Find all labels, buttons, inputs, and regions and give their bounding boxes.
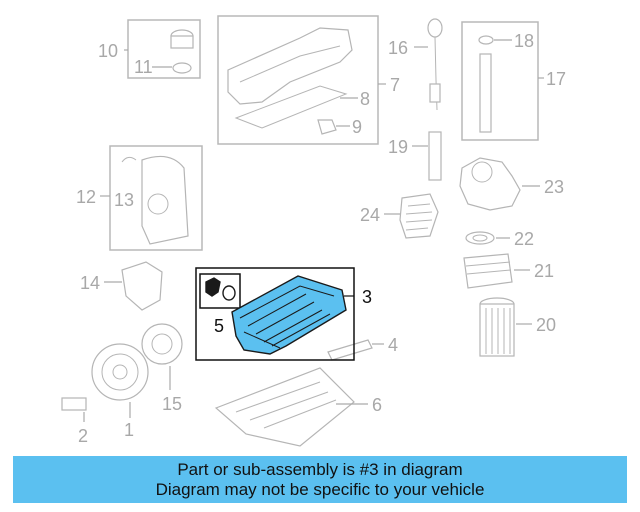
part-14: 14: [80, 261, 163, 311]
gasket-22: [465, 231, 495, 245]
valve-cover-clip: [317, 119, 337, 135]
part-2: 2: [61, 397, 88, 446]
part-22: 22: [465, 229, 534, 249]
callout-24: 24: [360, 205, 380, 225]
o-ring-18: [478, 35, 494, 45]
callout-1: 1: [124, 420, 134, 440]
engine-bracket-14: [121, 261, 163, 311]
callout-12: 12: [76, 187, 96, 207]
part-24: 24: [360, 193, 439, 239]
dipstick-assembly: 16 19: [388, 18, 443, 181]
part-group-7-8-9: 7 8 9: [217, 15, 400, 145]
part-4: 4: [327, 335, 398, 361]
crank-pulley-assembly: 1 15: [91, 323, 183, 440]
callout-8: 8: [360, 89, 370, 109]
group-box-10: [127, 19, 201, 79]
valve-cover: [227, 27, 353, 105]
callout-10: 10: [98, 41, 118, 61]
callout-11: 11: [134, 57, 153, 77]
group-box-3: [195, 267, 355, 361]
group-box-7: [217, 15, 379, 145]
parts-diagram: 10 11 7 8 9 16 19 18 17: [61, 15, 566, 447]
drain-plug: [205, 277, 221, 297]
bolt-2: [61, 397, 87, 411]
part-group-12-13: 12 13: [76, 145, 203, 251]
callout-22: 22: [514, 229, 534, 249]
dipstick-handle: [427, 18, 443, 38]
callout-18: 18: [514, 31, 534, 51]
part-group-3-highlighted: 3 5: [195, 267, 372, 361]
banner-line-2: Diagram may not be specific to your vehi…: [155, 479, 485, 499]
dipstick-guide-tube: [428, 131, 442, 181]
part-group-10-11: 10 11: [98, 19, 201, 79]
callout-16: 16: [388, 38, 408, 58]
callout-3: 3: [362, 287, 372, 307]
callout-19: 19: [388, 137, 408, 157]
drain-plug-seal: [222, 285, 236, 301]
callout-2: 2: [78, 426, 88, 446]
callout-5: 5: [214, 316, 224, 336]
timing-cover: [141, 155, 189, 245]
cap-seal: [172, 62, 192, 74]
callout-9: 9: [352, 117, 362, 137]
callout-7: 7: [390, 75, 400, 95]
part-group-17-18: 18 17: [461, 21, 566, 141]
sealant-tube: [327, 339, 373, 361]
drain-plug-box: [199, 273, 241, 309]
pulley-hub: [141, 323, 183, 365]
callout-4: 4: [388, 335, 398, 355]
part-6: 6: [214, 367, 382, 447]
oil-filler-cap-body: [170, 35, 194, 49]
callout-21: 21: [534, 261, 554, 281]
oil-filter-housing: 23: [459, 157, 564, 211]
banner-line-1: Part or sub-assembly is #3 in diagram: [177, 459, 463, 479]
dipstick-tube-upper: [429, 83, 441, 103]
group-box-17: [461, 21, 539, 141]
heat-shield-24: [399, 193, 439, 239]
callout-13: 13: [114, 190, 134, 210]
callout-14: 14: [80, 273, 100, 293]
oil-pipe: [479, 53, 492, 133]
filter-housing-body: [459, 157, 521, 211]
part-21: 21: [463, 253, 554, 289]
oil-filter-body: [479, 303, 515, 357]
callout-6: 6: [372, 395, 382, 415]
callout-17: 17: [546, 69, 566, 89]
info-banner: Part or sub-assembly is #3 in diagram Di…: [13, 456, 627, 503]
callout-15: 15: [162, 394, 182, 414]
part-20: 20: [479, 297, 556, 357]
valve-cover-gasket: [234, 85, 348, 129]
callout-20: 20: [536, 315, 556, 335]
group-box-12: [109, 145, 203, 251]
callout-23: 23: [544, 177, 564, 197]
oil-pan: [231, 275, 347, 355]
crankshaft-pulley: [91, 343, 149, 401]
